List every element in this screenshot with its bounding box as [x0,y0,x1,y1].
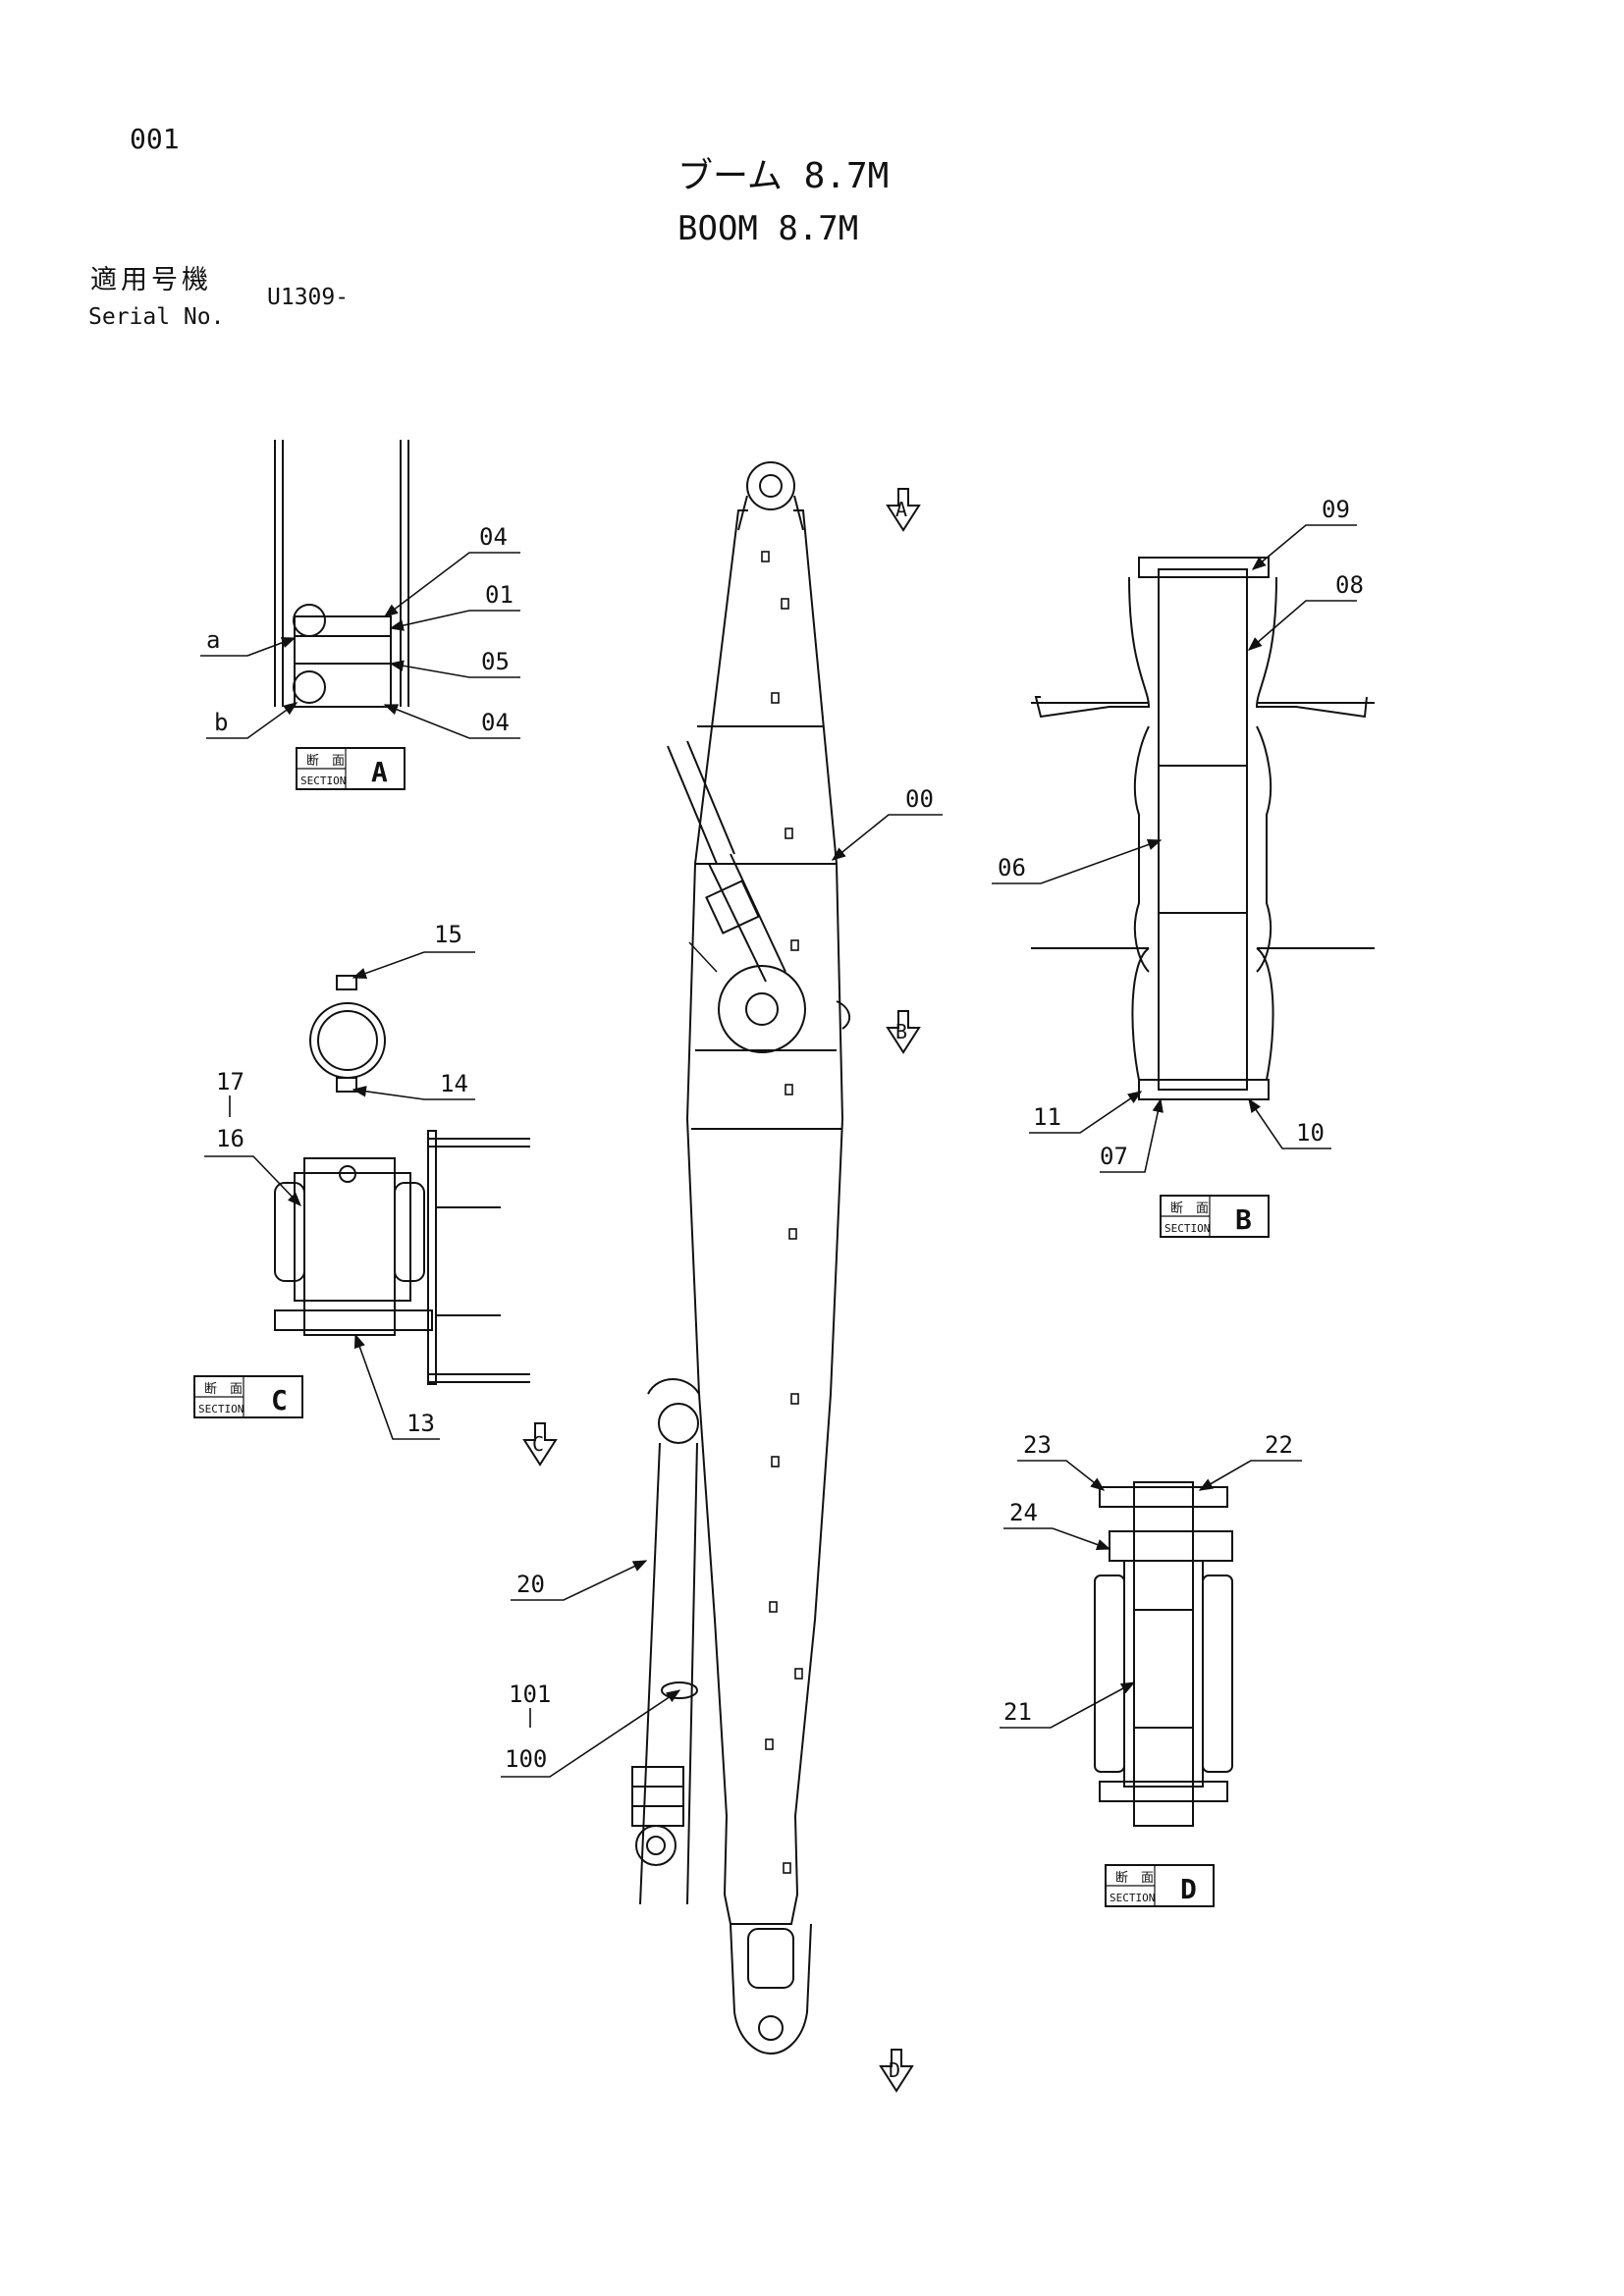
detail-letter-a: a [206,626,220,654]
detail-letter-b: b [214,709,228,736]
section-b-label-en: SECTION [1164,1222,1210,1235]
cylinder-rod-eye [658,1403,699,1444]
callout-22: 22 [1265,1431,1293,1459]
view-marker-c [522,1422,558,1467]
callout-16: 16 [216,1125,244,1152]
callout-23: 23 [1023,1431,1052,1459]
callout-15: 15 [434,921,462,948]
section-d-letter: D [1180,1873,1197,1905]
callout-21: 21 [1003,1698,1032,1726]
title-english: BOOM 8.7M [677,209,859,248]
callout-100: 100 [505,1745,547,1773]
section-b-view [1031,557,1375,1100]
section-a-letter: A [371,756,388,788]
section-b-letter: B [1235,1203,1252,1236]
callout-04-top: 04 [479,523,508,551]
callout-01: 01 [485,581,514,609]
section-c-letter: C [271,1384,288,1416]
section-c-view [274,975,530,1385]
view-marker-a-letter: A [895,498,907,521]
callout-04-bottom: 04 [481,709,510,736]
section-d-label-en: SECTION [1110,1892,1155,1904]
serial-label-japanese: 適用号機 [90,265,212,295]
section-a-label-en: SECTION [300,774,346,787]
boom-outline [685,509,844,1925]
section-c-label-jp: 断 面 [204,1382,243,1397]
boom-top-pin [746,461,795,510]
callout-10: 10 [1296,1119,1325,1147]
callout-00: 00 [905,785,934,813]
section-a-label-jp: 断 面 [306,754,345,769]
section-c-label-en: SECTION [198,1403,244,1415]
boom-assembly [631,461,851,2056]
serial-label-english: Serial No. [88,304,225,330]
section-d-label-box [1105,1864,1215,1907]
view-marker-b-letter: B [895,1020,907,1043]
callout-11: 11 [1033,1103,1061,1131]
title-japanese: ブーム 8.7M [677,156,890,196]
callout-24: 24 [1009,1499,1038,1526]
callout-07: 07 [1100,1143,1128,1170]
section-b-label-box [1160,1195,1270,1238]
callout-20: 20 [516,1571,545,1598]
view-marker-d-letter: D [889,2058,900,2082]
section-c-label-box [193,1375,303,1418]
section-b-label-jp: 断 面 [1170,1201,1209,1216]
callout-17: 17 [216,1068,244,1095]
view-marker-b [886,1010,921,1054]
callout-14: 14 [440,1070,468,1097]
serial-number-value: U1309- [267,285,350,310]
view-marker-c-letter: C [532,1432,544,1456]
section-d-label-jp: 断 面 [1115,1871,1154,1886]
callout-06: 06 [998,854,1026,881]
view-marker-d [879,2049,914,2093]
callout-09: 09 [1322,496,1350,523]
view-marker-a [886,488,921,532]
section-a-view [274,440,409,708]
section-a-label-box [296,747,406,790]
callout-05: 05 [481,648,510,675]
callout-13: 13 [406,1410,435,1437]
callout-101: 101 [509,1681,551,1708]
callout-08: 08 [1335,571,1364,599]
page-number: 001 [130,123,180,155]
boom-cylinder-foot [718,965,806,1053]
section-d-view [1094,1481,1233,1827]
